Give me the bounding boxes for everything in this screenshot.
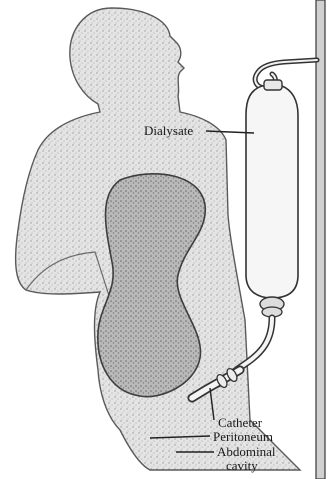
dialysate-bag bbox=[246, 86, 298, 298]
label-catheter: Catheter bbox=[218, 415, 263, 430]
bag-top-clamp bbox=[264, 80, 282, 90]
label-dialysate: Dialysate bbox=[144, 123, 193, 138]
label-peritoneum: Peritoneum bbox=[213, 429, 273, 444]
label-cavity: cavity bbox=[226, 458, 258, 473]
label-abdominal: Abdominal bbox=[217, 444, 276, 459]
iv-pole bbox=[316, 0, 325, 479]
